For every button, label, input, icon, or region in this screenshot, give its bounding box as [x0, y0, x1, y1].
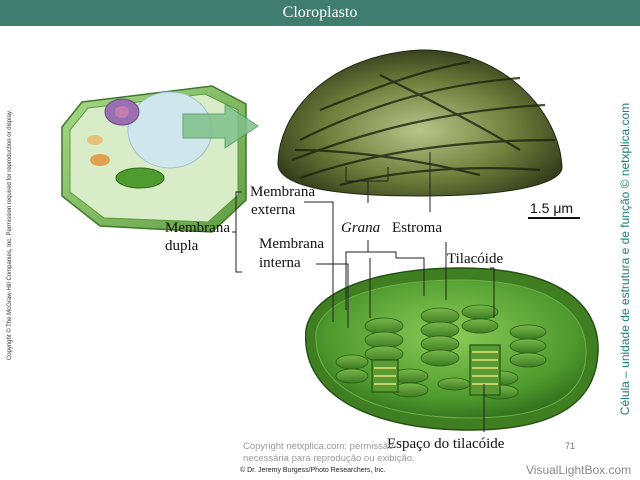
watermark-line-1: Copyright netxplica.com: permissão [243, 441, 415, 453]
copyright-vertical: Copyright © The McGraw-Hill Companies, I… [7, 65, 13, 405]
label-membrana-dupla-2: dupla [165, 238, 198, 255]
page-number: 71 [565, 441, 575, 451]
label-tilacoide: Tilacóide [447, 251, 503, 268]
label-membrana-externa-1: Membrana [250, 184, 315, 201]
plant-cell-illustration [62, 86, 258, 232]
photo-credit: © Dr. Jeremy Burgess/Photo Researchers, … [240, 467, 386, 474]
scale-label: 1.5 μm [530, 200, 573, 216]
watermark-line-2: necessária para reprodução ou exibição. [243, 453, 415, 465]
label-membrana-interna-1: Membrana [259, 236, 324, 253]
chloroplast-illustration [306, 268, 598, 430]
side-credit-vertical: Célula – unidade de estrutura e de funçã… [618, 89, 632, 429]
brand-watermark[interactable]: VisualLightBox.com [526, 463, 631, 477]
label-membrana-dupla-1: Membrana [165, 220, 230, 237]
label-membrana-interna-2: interna [259, 255, 301, 272]
label-membrana-externa-2: externa [251, 202, 295, 219]
watermark-text: Copyright netxplica.com: permissão neces… [243, 441, 415, 465]
electron-micrograph [278, 50, 562, 196]
label-grana: Grana [341, 220, 380, 237]
label-estroma: Estroma [392, 220, 442, 237]
